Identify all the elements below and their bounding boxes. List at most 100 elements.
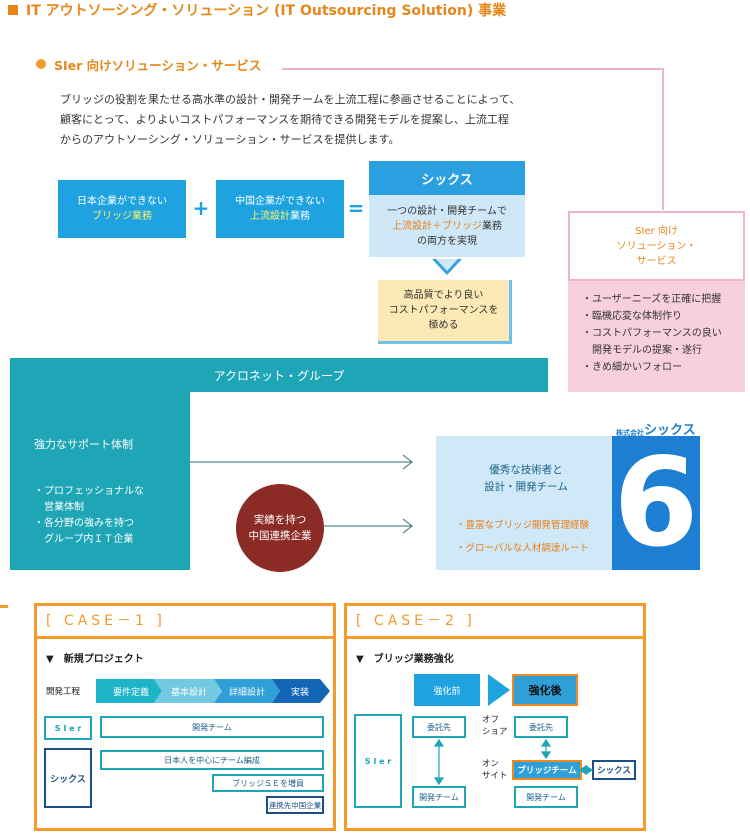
box-line: コストパフォーマンスを — [388, 305, 499, 316]
list-item: ・各分野の強みを持つ — [34, 518, 134, 529]
box-line: サービス — [636, 255, 677, 267]
sixus-box-body: 一つの設計・開発チームで 上流設計＋ブリッジ業務 の両方を実現 — [369, 195, 525, 257]
china-partner-box: 連携先中国企業 — [266, 796, 324, 814]
box-line: 業務 — [482, 220, 502, 232]
box-line: 中国企業ができない — [235, 196, 325, 207]
contractor-box-right: 委託先 — [514, 716, 568, 738]
connector-line — [662, 68, 664, 210]
arrow-right-icon — [488, 674, 510, 706]
list-item: 開発モデルの提案・遂行 — [582, 345, 702, 356]
process-step — [214, 679, 280, 703]
case1-title: [ CASE－1 ] — [46, 613, 166, 629]
contractor-box-left: 委託先 — [412, 716, 466, 738]
box-line: 業務 — [290, 211, 310, 222]
section-subtitle: SIer 向けソリューション・サービス — [54, 58, 262, 73]
box-line: 高品質でより良い — [403, 290, 484, 301]
company-prefix: 株式会社 — [616, 429, 644, 437]
sixus-box-title: シックス — [369, 161, 525, 195]
circle-line: 実績を持つ — [253, 514, 307, 526]
sier-label: S I e r — [354, 714, 402, 808]
box-highlight: ブリッジ業務 — [92, 211, 152, 222]
label-line: ショア — [482, 727, 508, 737]
case-divider — [0, 605, 8, 608]
case2-section: ▼ ブリッジ業務強化 — [356, 654, 454, 665]
list-item: 営業体制 — [34, 502, 84, 513]
intro-line: からのアウトソーシング・ソリューション・サービスを提供します。 — [60, 133, 400, 146]
bridge-team-box: ブリッジチーム — [512, 760, 582, 780]
case2-title: [ CASE－2 ] — [356, 613, 476, 629]
down-arrow-inner — [436, 259, 458, 271]
company-label: シックス — [644, 423, 696, 438]
sier-label: S I e r — [44, 716, 92, 740]
step-requirements: 要件定義 — [112, 687, 149, 698]
intro-text: ブリッジの役割を果たせる高水準の設計・開発チームを上流工程に参画させることによっ… — [60, 90, 540, 150]
list-item: グループ内ＩＴ企業 — [34, 534, 134, 545]
china-partner-circle: 実績を持つ 中国連携企業 — [236, 484, 324, 572]
label-line: オン — [482, 759, 500, 769]
process-label: 開発工程 — [46, 687, 81, 697]
group-support-panel: 強力なサポート体制 ・プロフェッショナルな 営業体制 ・各分野の強みを持つ グル… — [10, 392, 190, 570]
title-square-icon — [8, 5, 18, 15]
process-step — [96, 679, 162, 703]
dev-team-box-right: 開発チーム — [514, 786, 578, 808]
case-divider — [344, 636, 646, 639]
list-item: ・ユーザーニーズを正確に把握 — [582, 294, 722, 305]
process-step — [154, 679, 222, 703]
box-line: の両方を実現 — [417, 235, 477, 247]
step-detail-design: 詳細設計 — [228, 687, 265, 698]
case1-section: ▼ 新規プロジェクト — [46, 654, 144, 665]
six-logo: 6 — [612, 432, 700, 574]
sier-box-head: SIer 向け ソリューション・ サービス — [568, 211, 745, 281]
list-item: ・豊富なブリッジ開発管理経験 — [456, 520, 590, 531]
list-item: ・きめ細かいフォロー — [582, 362, 682, 373]
japanese-team-box: 日本人を中心にチーム編成 — [100, 750, 324, 770]
box-highlight: 上流設計 — [250, 211, 290, 222]
process-steps — [96, 679, 330, 703]
plus-sign: + — [192, 196, 210, 220]
bullet-dot-icon — [36, 59, 46, 69]
label-line: オフ — [482, 715, 500, 725]
strength-heading: 優秀な技術者と 設計・開発チーム — [456, 462, 596, 496]
label-line: サイト — [482, 771, 508, 781]
after-box: 強化後 — [512, 674, 578, 706]
page-title: IT アウトソーシング・ソリューション (IT Outsourcing Solu… — [26, 3, 507, 19]
group-bar: アクロネット・グループ — [10, 358, 548, 392]
equals-sign: = — [347, 196, 365, 220]
strength-list: ・豊富なブリッジ開発管理経験 ・グローバルな人材調達ルート — [456, 514, 589, 560]
box-line: 極める — [428, 320, 459, 331]
list-item: ・臨機応変な体制作り — [582, 311, 682, 322]
japan-company-box: 日本企業ができない ブリッジ業務 — [58, 180, 186, 238]
box-line: 設計・開発チーム — [484, 481, 568, 493]
circle-line: 中国連携企業 — [248, 530, 312, 542]
arrow-line — [190, 454, 413, 470]
step-implementation: 実装 — [290, 687, 309, 698]
box-line: 一つの設計・開発チームで — [387, 205, 507, 217]
box-line: 優秀な技術者と — [489, 464, 563, 476]
list-item: ・コストパフォーマンスの良い — [582, 328, 722, 339]
box-line: ソリューション・ — [616, 240, 697, 252]
dev-team-box-left: 開発チーム — [412, 786, 466, 808]
list-item: ・グローバルな人材調達ルート — [456, 543, 589, 554]
dev-team-box: 開発チーム — [100, 716, 324, 738]
sier-box-body: ・ユーザーニーズを正確に把握 ・臨機応変な体制作り ・コストパフォーマンスの良い… — [568, 281, 745, 392]
bridge-se-box: ブリッジＳＥを増員 — [212, 774, 324, 792]
onsite-label: オン サイト — [482, 758, 508, 782]
arrow-line — [324, 518, 413, 534]
support-list: ・プロフェッショナルな 営業体制 ・各分野の強みを持つ グループ内ＩＴ企業 — [34, 484, 144, 548]
step-basic-design: 基本設計 — [170, 687, 207, 698]
before-box: 強化前 — [414, 674, 480, 706]
result-box: 高品質でより良い コストパフォーマンスを 極める — [378, 280, 512, 344]
offshore-label: オフ ショア — [482, 714, 508, 738]
company-name: 株式会社シックス — [616, 418, 702, 438]
intro-line: 顧客にとって、よりよいコストパフォーマンスを期待できる開発モデルを提案し、上流工… — [60, 113, 509, 126]
intro-line: ブリッジの役割を果たせる高水準の設計・開発チームを上流工程に参画させることによっ… — [60, 93, 521, 106]
process-step — [272, 679, 330, 703]
china-company-box: 中国企業ができない 上流設計業務 — [216, 180, 344, 238]
connector-line — [282, 68, 664, 70]
list-item: ・プロフェッショナルな — [34, 486, 144, 497]
sixus-label: シックス — [44, 748, 92, 808]
support-heading: 強力なサポート体制 — [34, 438, 133, 451]
case-divider — [34, 636, 336, 639]
